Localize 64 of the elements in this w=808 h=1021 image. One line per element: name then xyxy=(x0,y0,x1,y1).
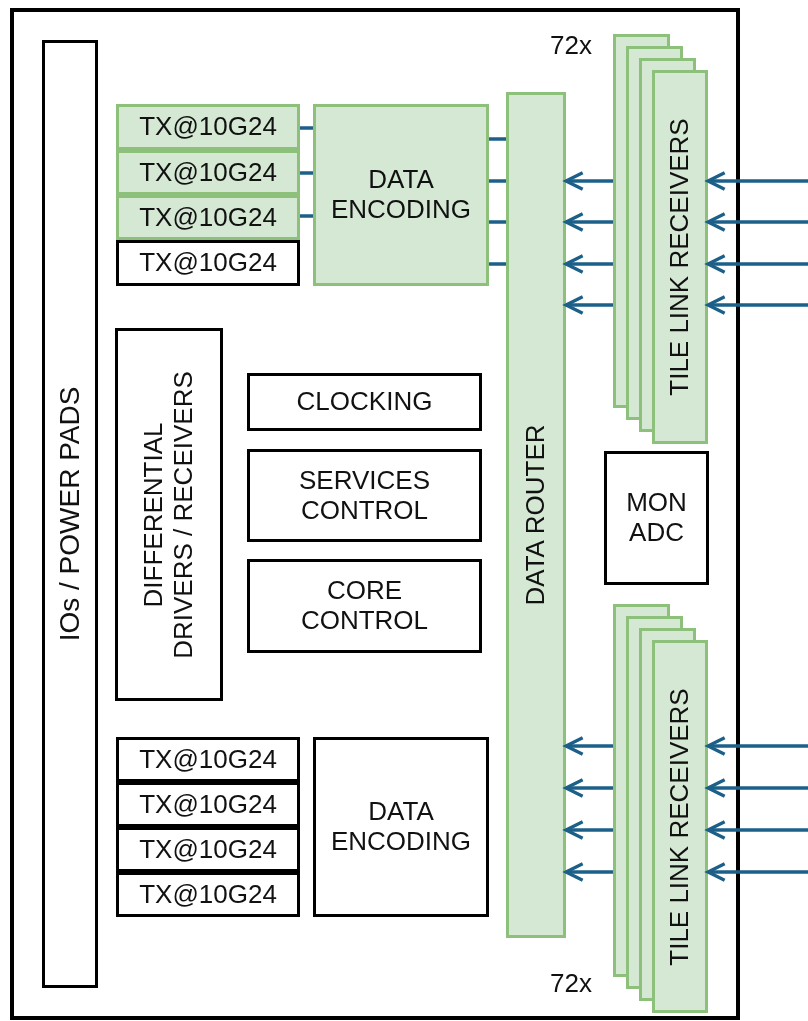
block-label: DATA ENCODING xyxy=(329,165,473,225)
block-label: DIFFERENTIAL DRIVERS / RECEIVERS xyxy=(139,369,199,661)
block-label: DATA ROUTER xyxy=(521,423,551,608)
vertical-block xyxy=(115,328,223,701)
block-label: TX@10G24 xyxy=(139,789,277,820)
connector-line xyxy=(300,214,313,218)
arrow xyxy=(706,254,808,274)
block-label: IOs / POWER PADS xyxy=(53,385,86,644)
connector-line xyxy=(489,220,506,224)
connector-line xyxy=(489,137,506,141)
arrow xyxy=(564,295,613,315)
connector-line xyxy=(489,179,506,183)
stacked-receiver-boards xyxy=(613,604,708,1013)
arrow xyxy=(564,820,613,840)
block xyxy=(247,559,482,653)
block xyxy=(116,827,300,872)
block-label: TX@10G24 xyxy=(139,112,277,142)
block-label: CLOCKING xyxy=(296,387,433,417)
count-label: 72x xyxy=(550,968,592,999)
block-label: TX@10G24 xyxy=(139,202,277,233)
count-label: 72x xyxy=(550,30,592,61)
stacked-receiver-boards xyxy=(613,34,708,444)
block-label: TX@10G24 xyxy=(139,879,277,910)
arrow xyxy=(706,212,808,232)
block-label: TX@10G24 xyxy=(139,744,277,775)
arrow xyxy=(564,212,613,232)
block-label: CORE CONTROL xyxy=(299,576,430,636)
arrow xyxy=(706,736,808,756)
arrow xyxy=(706,171,808,191)
block xyxy=(116,737,300,782)
block xyxy=(313,737,489,917)
chip-outline xyxy=(10,8,740,1020)
block-label: TX@10G24 xyxy=(139,248,277,278)
block xyxy=(604,451,709,585)
block-label: MON ADC xyxy=(625,488,688,548)
arrow xyxy=(706,862,808,882)
arrow xyxy=(564,171,613,191)
block xyxy=(247,449,482,542)
block xyxy=(116,195,300,240)
block xyxy=(313,104,489,286)
vertical-block xyxy=(42,40,98,988)
arrow xyxy=(706,778,808,798)
arrow xyxy=(706,295,808,315)
block xyxy=(116,872,300,917)
arrow xyxy=(564,862,613,882)
block-label: DATA ENCODING xyxy=(329,797,473,857)
block-label: TX@10G24 xyxy=(139,157,277,188)
block xyxy=(116,150,300,195)
block-label: TX@10G24 xyxy=(139,834,277,865)
connector-line xyxy=(300,171,313,175)
connector-line xyxy=(300,126,313,130)
block xyxy=(116,782,300,827)
arrow xyxy=(706,820,808,840)
arrow xyxy=(564,736,613,756)
arrow xyxy=(564,254,613,274)
arrow xyxy=(564,778,613,798)
block xyxy=(116,240,300,286)
block-label: TILE LINK RECEIVERS xyxy=(665,686,695,968)
connector-line xyxy=(489,262,506,266)
vertical-block xyxy=(506,92,566,938)
block-label: TILE LINK RECEIVERS xyxy=(665,117,695,398)
block xyxy=(116,104,300,150)
block xyxy=(247,373,482,431)
block-label: SERVICES CONTROL xyxy=(298,465,431,526)
